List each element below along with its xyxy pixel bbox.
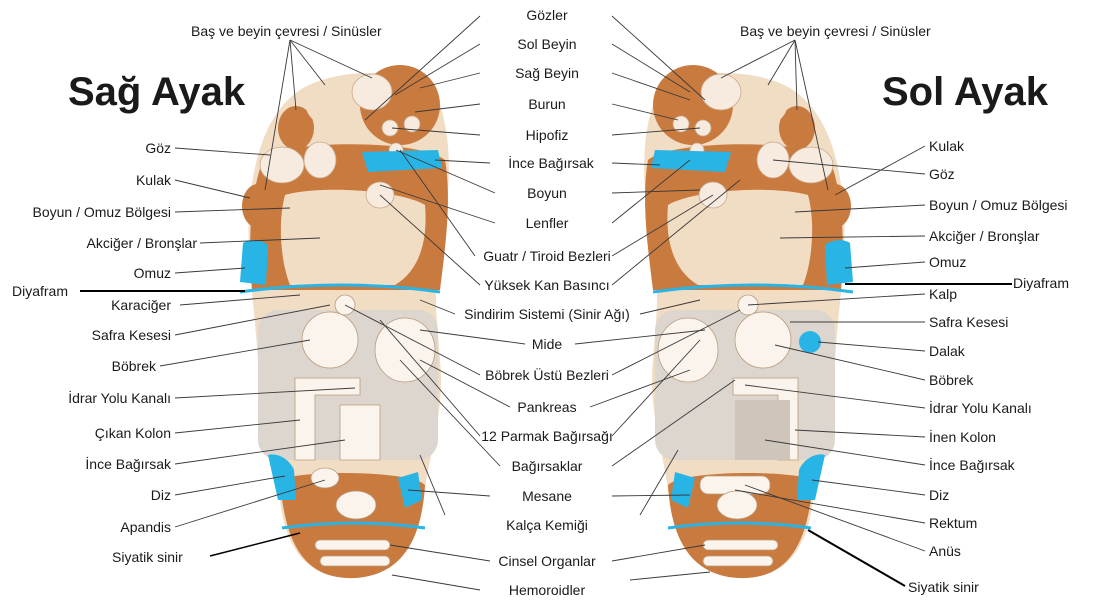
left-little-toe <box>819 184 851 228</box>
label-pancreas: Pankreas <box>517 399 576 415</box>
left-genital-1 <box>703 540 778 550</box>
right-little-toe <box>242 184 274 228</box>
label-lungs-right: Akciğer / Bronşlar <box>87 235 198 251</box>
label-stomach: Mide <box>532 336 563 352</box>
label-intestines: Bağırsaklar <box>512 458 583 474</box>
left-shoulder-zone <box>825 240 853 285</box>
label-spleen: Dalak <box>929 343 966 359</box>
label-gallbladder-left: Safra Kesesi <box>929 314 1008 330</box>
label-sciatic-right: Siyatik sinir <box>112 549 183 565</box>
label-knee-left: Diz <box>929 487 949 503</box>
right-appendix <box>311 468 339 488</box>
label-nose: Burun <box>528 96 565 112</box>
right-shoulder-zone <box>240 240 268 285</box>
label-bladder: Mesane <box>522 488 572 504</box>
left-genital-2 <box>703 556 773 566</box>
right-genital-1 <box>315 540 390 550</box>
label-lungs-left: Akciğer / Bronşlar <box>929 228 1040 244</box>
label-lymph: Lenfler <box>526 215 569 231</box>
right-stomach-zone <box>375 318 435 382</box>
left-foot-lung-area <box>667 190 812 285</box>
label-kidney-right: Böbrek <box>112 358 157 374</box>
label-ear-right: Kulak <box>136 172 172 188</box>
label-thyroid: Guatr / Tiroid Bezleri <box>483 248 611 264</box>
label-ascending-colon: Çıkan Kolon <box>95 425 171 441</box>
right-eye-zone <box>260 147 304 183</box>
label-pituitary: Hipofiz <box>526 127 569 143</box>
right-intestine-zone <box>340 405 380 460</box>
left-foot <box>644 65 853 578</box>
label-descending-colon: İnen Kolon <box>929 428 996 445</box>
label-liver: Karaciğer <box>111 297 171 313</box>
label-genitals: Cinsel Organlar <box>498 553 596 569</box>
label-shoulder-right: Omuz <box>134 265 171 281</box>
label-eye-right: Göz <box>145 140 171 156</box>
label-hip: Kalça Kemiği <box>506 517 588 533</box>
label-ureter-left: İdrar Yolu Kanalı <box>929 399 1032 416</box>
label-knee-right: Diz <box>151 487 171 503</box>
left-intestine-zone <box>735 400 790 460</box>
label-digestive-system: Sindirim Sistemi (Sinir Ağı) <box>464 306 630 322</box>
right-diaphragm-label: Diyafram <box>12 283 68 299</box>
left-foot-title: Sol Ayak <box>882 70 1049 114</box>
left-stomach-zone <box>658 318 718 382</box>
label-ureter-right: İdrar Yolu Kanalı <box>68 389 171 406</box>
right-foot-lung-area <box>281 190 426 285</box>
label-eyes: Gözler <box>526 7 568 23</box>
label-small-intestine-center: İnce Bağırsak <box>508 154 595 171</box>
label-gallbladder-right: Safra Kesesi <box>92 327 171 343</box>
right-toe-3 <box>305 80 345 124</box>
label-sciatic-left: Siyatik sinir <box>908 579 979 595</box>
left-kidney-zone <box>735 312 791 368</box>
label-left-brain: Sol Beyin <box>517 36 576 52</box>
label-hemorrhoids: Hemoroidler <box>509 582 586 598</box>
label-anus: Anüs <box>929 543 961 559</box>
right-genital-2 <box>320 556 390 566</box>
label-right-brain: Sağ Beyin <box>515 65 579 81</box>
label-adrenal: Böbrek Üstü Bezleri <box>485 366 609 383</box>
left-spleen-zone <box>799 331 821 353</box>
label-ear-left: Kulak <box>929 138 965 154</box>
label-appendix: Apandis <box>120 519 171 535</box>
label-sinuses-left: Baş ve beyin çevresi / Sinüsler <box>740 23 931 39</box>
label-neck-shoulder-left: Boyun / Omuz Bölgesi <box>929 197 1068 213</box>
label-small-intestine-right: İnce Bağırsak <box>85 455 172 472</box>
right-sciatic-line <box>210 533 300 556</box>
right-foot-title: Sağ Ayak <box>68 70 246 114</box>
left-brain-zone <box>701 74 741 110</box>
label-shoulder-left: Omuz <box>929 254 966 270</box>
label-sinuses-right: Baş ve beyin çevresi / Sinüsler <box>191 23 382 39</box>
label-neck: Boyun <box>527 185 567 201</box>
right-foot <box>240 65 449 578</box>
right-brain-zone <box>352 74 392 110</box>
right-hip-zone <box>336 491 376 519</box>
left-hip-zone <box>717 491 757 519</box>
label-neck-shoulder-right: Boyun / Omuz Bölgesi <box>32 204 171 220</box>
center-labels: Gözler Sol Beyin Sağ Beyin Burun Hipofiz… <box>464 7 630 598</box>
right-kidney-zone <box>302 312 358 368</box>
label-duodenum: 12 Parmak Bağırsağı <box>481 428 613 444</box>
left-toe-3 <box>748 80 788 124</box>
label-blood-pressure: Yüksek Kan Basıncı <box>484 277 609 293</box>
label-eye-left: Göz <box>929 166 955 182</box>
label-heart: Kalp <box>929 286 957 302</box>
label-kidney-left: Böbrek <box>929 372 974 388</box>
label-small-intestine-left: İnce Bağırsak <box>929 456 1016 473</box>
right-ear-zone <box>304 142 336 178</box>
label-rectum: Rektum <box>929 515 977 531</box>
left-diaphragm-label: Diyafram <box>1013 275 1069 291</box>
